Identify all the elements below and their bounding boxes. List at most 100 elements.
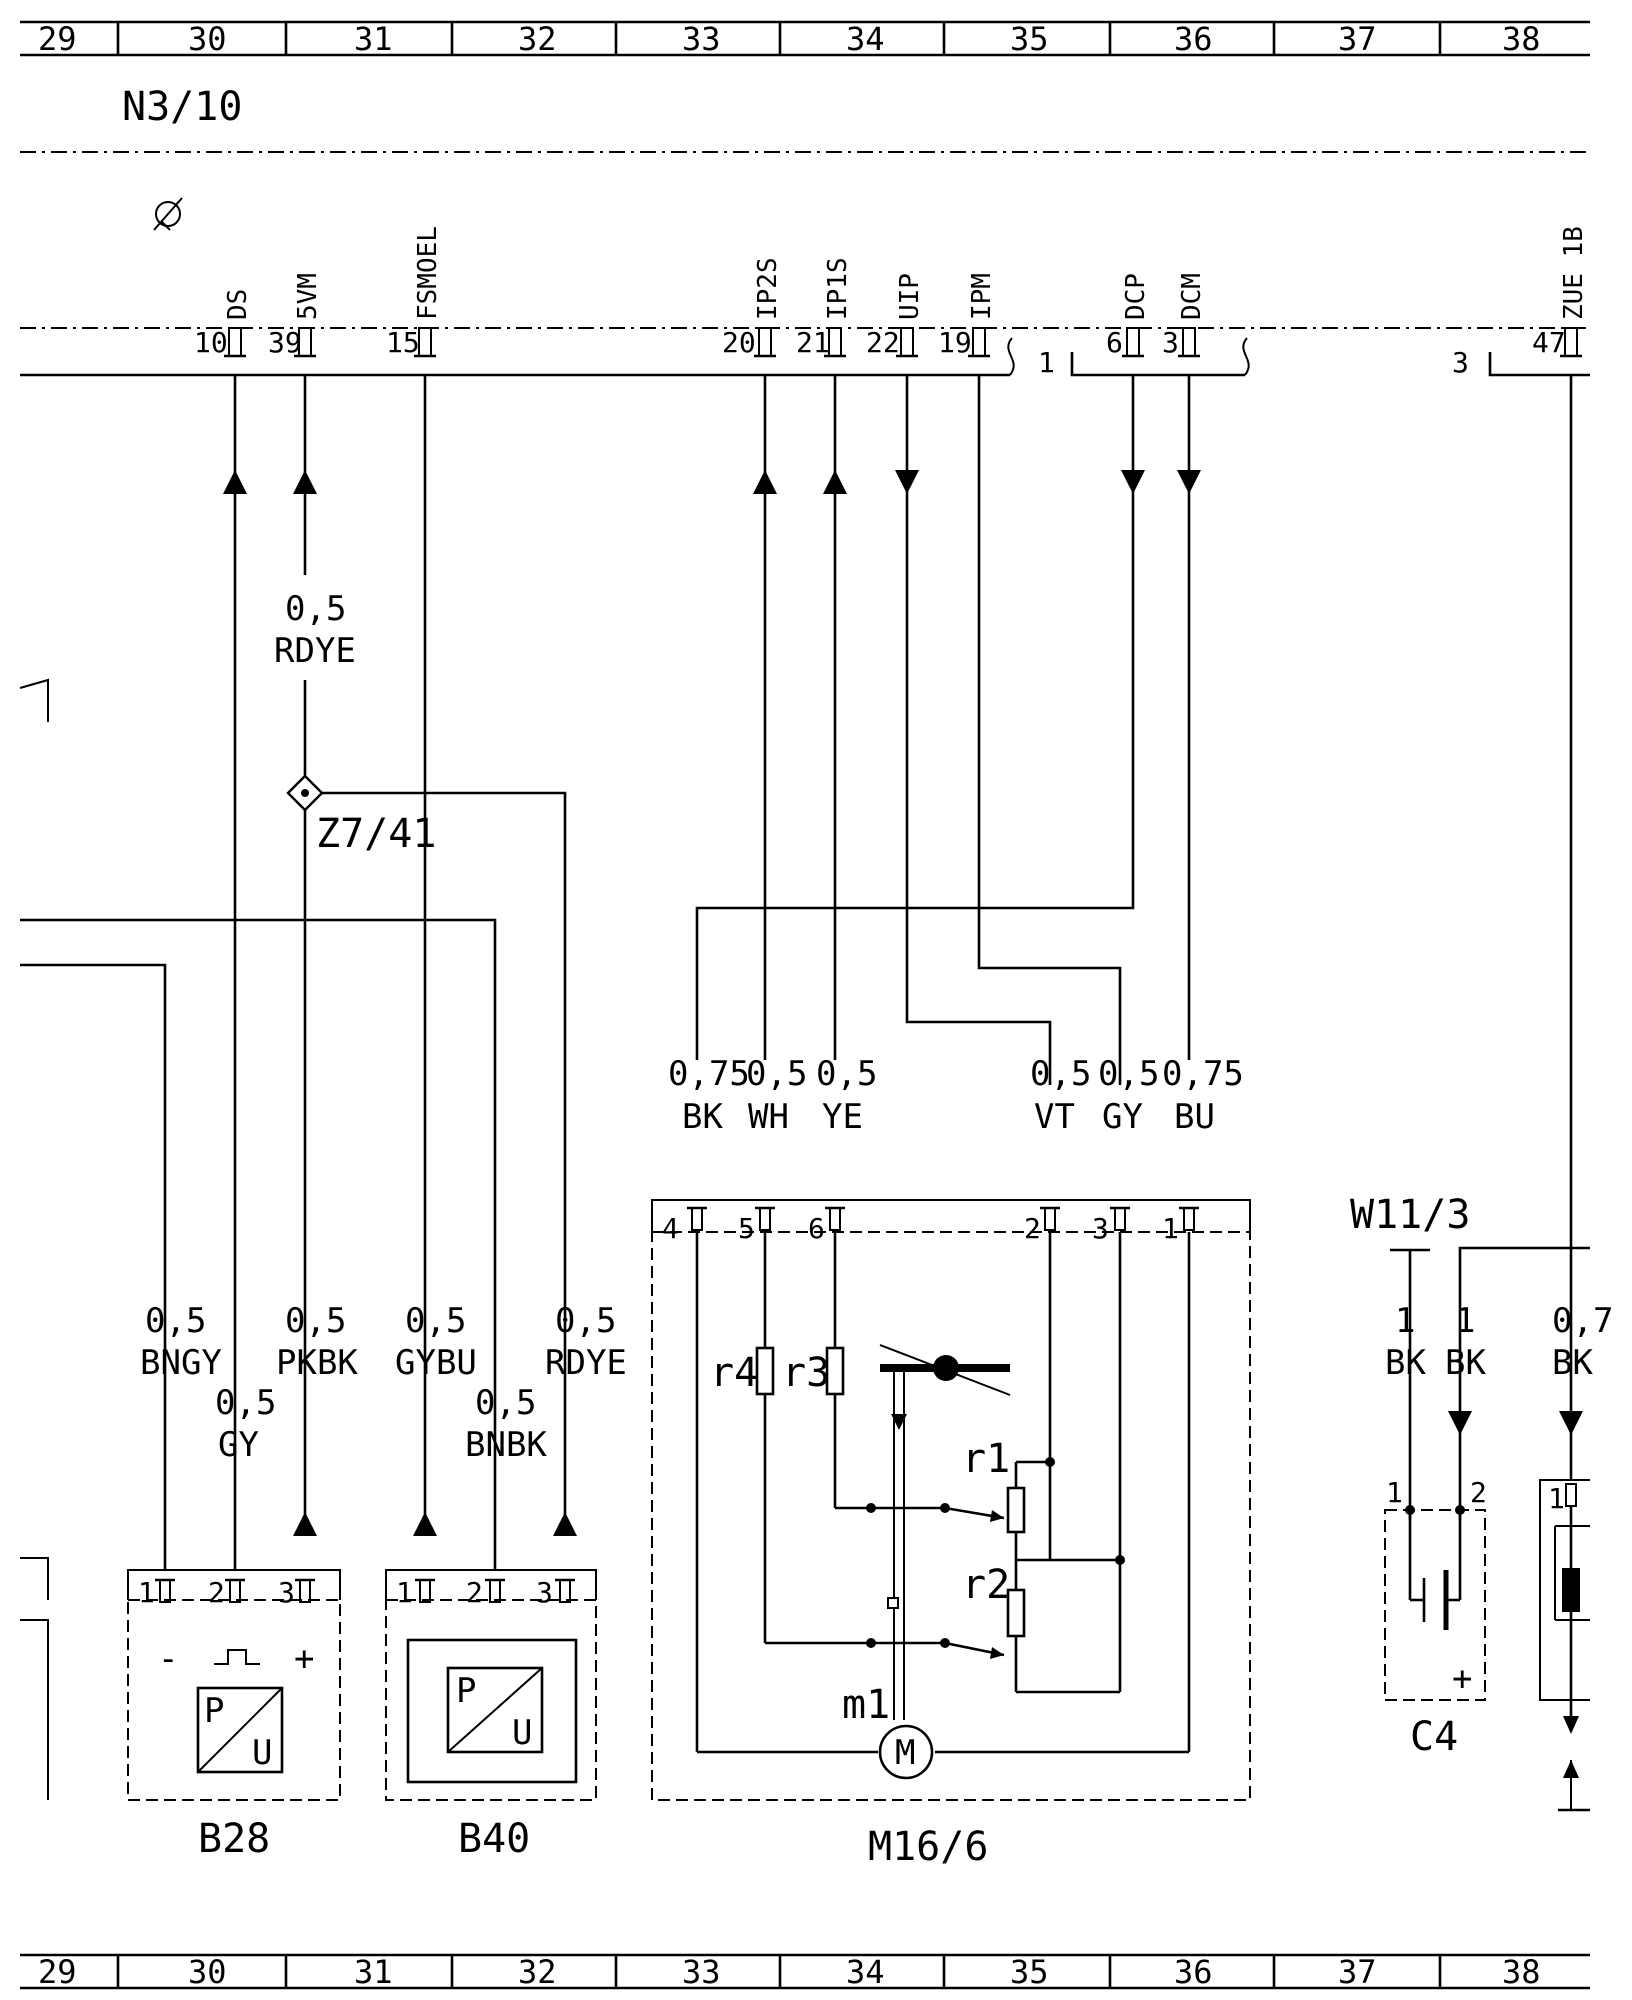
pin-signal: FSMOEL [413, 226, 443, 320]
potentiometer-r2 [1006, 1588, 1026, 1638]
wire-color: YE [822, 1097, 863, 1137]
pressure-voltage-icon: P U [196, 1686, 284, 1774]
grid-label-bottom: 33 [682, 1953, 721, 1991]
component-label: B28 [198, 1816, 270, 1862]
grid-label-bottom: 31 [354, 1953, 393, 1991]
wire-size: 0,5 [1098, 1054, 1159, 1094]
pin-signal: ZUE 1B [1559, 226, 1589, 320]
connector-pin [415, 1578, 435, 1603]
grid-label-top: 33 [682, 20, 721, 58]
component-pin-number: 2 [208, 1576, 225, 1609]
pin-signal: IP1S [823, 257, 853, 320]
pin-number: 19 [938, 326, 972, 359]
pin-number: 3 [1162, 326, 1179, 359]
wire-size: 0,5 [1030, 1054, 1091, 1094]
component-pin-number: 4 [662, 1212, 679, 1245]
connector-pin [225, 1578, 245, 1603]
grid-label-top: 37 [1338, 20, 1377, 58]
component-pin-number: 1 [1162, 1212, 1179, 1245]
wire-size: 0,5 [816, 1054, 877, 1094]
grid-label-bottom: 30 [188, 1953, 227, 1991]
pin-ds: 10 DS [194, 289, 253, 359]
arrow-up-icon [413, 1512, 437, 1536]
grid-label-top: 35 [1010, 20, 1049, 58]
pu-p: P [204, 1691, 224, 1731]
ground-w11-3: W11/3 [1350, 1192, 1470, 1520]
pin-number: 6 [1106, 326, 1123, 359]
arrow-up-icon [823, 470, 847, 494]
pin-signal: DCM [1177, 273, 1207, 320]
wire-size: 0,5 [555, 1301, 616, 1341]
pin-5vm: 39 5VM [268, 273, 323, 359]
resistor-label: r3 [782, 1350, 830, 1396]
grid-label-top: 32 [518, 20, 557, 58]
grid-label-top: 30 [188, 20, 227, 58]
wire-size: 0,7 [1552, 1301, 1613, 1341]
grid-label-bottom: 38 [1502, 1953, 1541, 1991]
arrow-down-icon [1121, 470, 1145, 494]
component-pin-number: 2 [466, 1576, 483, 1609]
connector-label: 1 [1038, 346, 1055, 379]
component-pin-number: 5 [738, 1212, 755, 1245]
arrow-down-icon [1559, 1411, 1583, 1435]
component-right-partial: 1 [1539, 1479, 1590, 1812]
connector-pin [555, 1578, 575, 1603]
grid-label-bottom: 37 [1338, 1953, 1377, 1991]
motor-symbol: M [895, 1733, 915, 1773]
signal-arrows [223, 470, 1583, 1536]
connector-pin [687, 1206, 707, 1231]
grid-label-top: 36 [1174, 20, 1213, 58]
splice-z7-41: Z7/41 [286, 774, 436, 857]
arrow-down-icon [895, 470, 919, 494]
pin-signal: 5VM [293, 273, 323, 320]
connector-pin [825, 1206, 845, 1231]
pu-p: P [456, 1671, 476, 1711]
wire-color: GYBU [395, 1343, 477, 1383]
pin-number: 21 [796, 326, 830, 359]
connector-pin [1110, 1206, 1130, 1231]
connector-pin [1179, 1206, 1199, 1231]
pin-number: 47 [1532, 326, 1566, 359]
wire-size: 1 [1455, 1301, 1475, 1341]
component-pin-number: 3 [536, 1576, 553, 1609]
splice-label: Z7/41 [316, 811, 436, 857]
n3-10-pins: 10 DS 39 5VM 15 FSMOEL 20 IP2S 21 IP1S 2… [194, 226, 1589, 359]
component-pin-number: 3 [1092, 1212, 1109, 1245]
arrow-up-icon [553, 1512, 577, 1536]
wire-size: 0,5 [215, 1383, 276, 1423]
grid-bar-top: 29 30 31 32 33 34 35 36 37 38 [20, 20, 1590, 58]
connector-pin [295, 1578, 315, 1603]
grid-label-top: 31 [354, 20, 393, 58]
component-pin-number: 1 [1386, 1476, 1403, 1509]
component-label: M16/6 [868, 1824, 988, 1870]
wire-color: GY [1102, 1097, 1143, 1137]
grid-bar-bottom: 29 30 31 32 33 34 35 36 37 38 [20, 1953, 1590, 1991]
wires [20, 375, 1590, 1570]
component-m16-6: 4 5 6 2 3 1 r4 r3 r1 [651, 1199, 1251, 1870]
wire-size: 0,5 [285, 1301, 346, 1341]
wire-color: BK [682, 1097, 723, 1137]
wire-size: 0,5 [746, 1054, 807, 1094]
ground-label: W11/3 [1350, 1192, 1470, 1238]
pin-ip1s: 21 IP1S [796, 257, 853, 359]
pressure-voltage-icon: P U [446, 1666, 544, 1754]
grid-label-top: 38 [1502, 20, 1541, 58]
pu-u: U [512, 1713, 532, 1753]
connector-pin [755, 1206, 775, 1231]
diagnosis-symbol-icon [153, 197, 183, 231]
pin-fsmoel: 15 FSMOEL [386, 226, 443, 359]
pin-dcm: 3 DCM [1162, 273, 1207, 359]
wire-color: RDYE [274, 631, 356, 671]
grid-label-bottom: 35 [1010, 1953, 1049, 1991]
arrow-up-icon [753, 470, 777, 494]
wire-color: PKBK [276, 1343, 358, 1383]
pin-signal: IP2S [753, 257, 783, 320]
component-c4: 1 2 + C4 [1384, 1476, 1487, 1760]
throttle-valve-icon [879, 1344, 1011, 1720]
grid-label-top: 29 [38, 20, 77, 58]
pin-number: 22 [866, 326, 900, 359]
resistor-r4 [755, 1346, 775, 1396]
wire-size: 0,75 [668, 1054, 750, 1094]
pin-number: 20 [722, 326, 756, 359]
